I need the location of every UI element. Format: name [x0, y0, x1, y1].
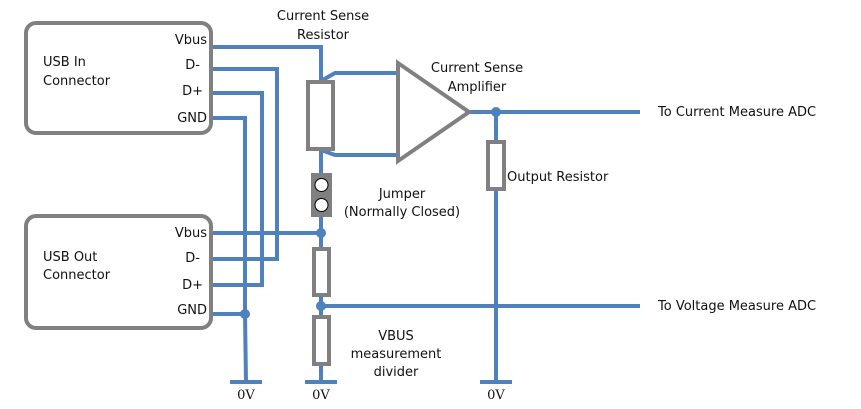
divider-label: measurement: [351, 347, 442, 362]
amplifier-label: Current Sense: [431, 61, 523, 76]
output-resistor-label: Output Resistor: [507, 170, 609, 185]
pin-label: D-: [185, 251, 200, 266]
usb-in-title: Connector: [43, 74, 111, 89]
junction-dot: [316, 301, 326, 311]
current-adc-label: To Current Measure ADC: [657, 105, 816, 120]
jumper-label: (Normally Closed): [344, 205, 460, 220]
wire-amp-plus: [320, 71, 397, 83]
ground-label: 0V: [237, 388, 255, 403]
sense-resistor-label: Resistor: [297, 28, 350, 43]
pin-label: D+: [182, 278, 203, 293]
jumper-pin-icon: [314, 198, 329, 212]
wire-dplus: [211, 91, 264, 287]
usb-in-wires: [211, 45, 323, 383]
divider-label: VBUS: [378, 329, 414, 344]
ground-label: 0V: [487, 388, 505, 403]
current-sense-resistor: [306, 80, 335, 151]
usb-out-title: USB Out: [43, 250, 97, 265]
pin-label: GND: [177, 303, 207, 318]
pin-label: GND: [177, 111, 207, 126]
usb-in-title: USB In: [43, 55, 86, 70]
jumper-pin-icon: [314, 178, 329, 192]
amplifier-label: Amplifier: [448, 80, 507, 95]
junction-dot: [240, 309, 250, 319]
divider-resistor-top: [312, 247, 331, 297]
wire-amp-minus: [320, 148, 397, 157]
wire-vbus-in: [211, 45, 323, 81]
pin-label: D+: [182, 84, 203, 99]
voltage-adc-label: To Voltage Measure ADC: [657, 299, 816, 314]
ground-label: 0V: [312, 388, 330, 403]
pin-label: Vbus: [175, 226, 207, 241]
sense-resistor-label: Current Sense: [277, 9, 369, 24]
sense-wires: [319, 71, 640, 382]
junction-dot: [491, 107, 501, 117]
usb-in-connector: [24, 21, 213, 135]
junction-dot: [316, 228, 326, 238]
pin-label: D-: [185, 58, 200, 73]
usb-out-connector: [24, 214, 213, 330]
pin-label: Vbus: [175, 33, 207, 48]
output-resistor: [486, 140, 506, 191]
current-sense-amplifier: [396, 59, 473, 165]
divider-resistor-bottom: [312, 315, 331, 366]
divider-label: divider: [374, 365, 419, 380]
wire-gnd: [211, 116, 248, 383]
jumper-label: Jumper: [378, 187, 426, 202]
usb-out-title: Connector: [43, 268, 111, 283]
